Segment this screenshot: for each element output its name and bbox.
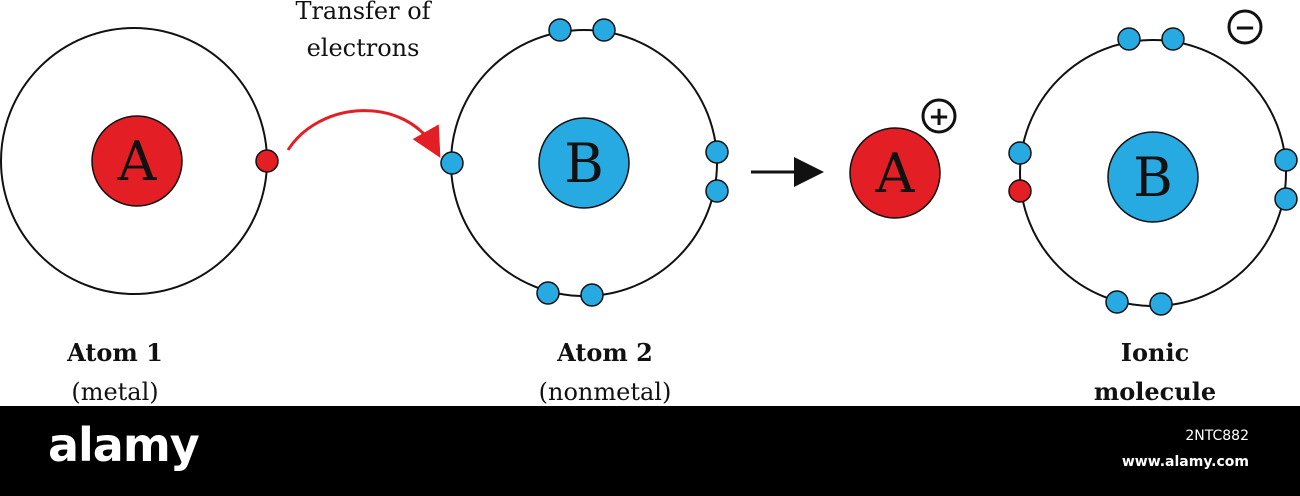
molecule-caption: Ionic molecule [1050, 338, 1260, 407]
atom-1-subtitle: (metal) [71, 378, 159, 406]
anion-electron [1274, 187, 1298, 211]
atom-2-title: Atom 2 [557, 338, 653, 367]
molecule-title-line1: Ionic [1120, 338, 1190, 367]
electron-transfer-arrow [286, 109, 441, 158]
anion-electron [1117, 27, 1141, 51]
atom-1-nucleus [91, 115, 183, 207]
anion-electron [1161, 27, 1185, 51]
cation: A + [849, 98, 957, 219]
atom-1-symbol: A [117, 130, 158, 193]
atom-2-electron [580, 283, 604, 307]
atom-2-electron [536, 281, 560, 305]
atom-2-electron [705, 140, 729, 164]
atom-1-title: Atom 1 [67, 338, 163, 367]
anion-charge: − [1234, 13, 1256, 43]
atom-1: A [0, 27, 279, 295]
anion-electron [1105, 290, 1129, 314]
transfer-label-line1: Transfer of [295, 0, 431, 25]
atom-2-electron [548, 18, 572, 42]
watermark-footer: alamy 2NTC882 www.alamy.com [0, 406, 1300, 496]
site-url: www.alamy.com [1121, 454, 1249, 470]
cation-nucleus [849, 127, 941, 219]
atom-1-caption: Atom 1 (metal) [30, 338, 200, 407]
anion-electron [1274, 148, 1298, 172]
atom-2-incoming-electron [440, 151, 464, 175]
transfer-label-line2: electrons [306, 34, 420, 62]
molecule-title-line2: molecule [1093, 377, 1217, 406]
negative-charge-icon [1227, 9, 1263, 45]
anion: B − [1008, 9, 1298, 316]
atom-2-electron [705, 179, 729, 203]
anion-nucleus [1107, 131, 1199, 223]
cation-charge: + [928, 102, 950, 132]
anion-transferred-electron [1008, 179, 1032, 203]
atom-2-symbol: B [564, 132, 604, 195]
anion-electron [1008, 141, 1032, 165]
atom-2-electron [592, 18, 616, 42]
atom-2-caption: Atom 2 (nonmetal) [490, 338, 720, 407]
anion-electron [1149, 292, 1173, 316]
transfer-label: Transfer of electrons [258, 0, 468, 63]
anion-symbol: B [1133, 146, 1173, 209]
image-id: 2NTC882 [1185, 428, 1249, 444]
atom-2: B [440, 18, 729, 307]
diagram-canvas: A B A + [0, 0, 1298, 407]
cation-symbol: A [875, 142, 916, 205]
atom-2-subtitle: (nonmetal) [538, 378, 672, 406]
atom-2-nucleus [538, 117, 630, 209]
alamy-logo: alamy [48, 418, 200, 472]
ionic-bond-diagram: A B A + [0, 9, 1298, 316]
positive-charge-icon [921, 98, 957, 134]
atom-1-valence-electron [255, 149, 279, 173]
